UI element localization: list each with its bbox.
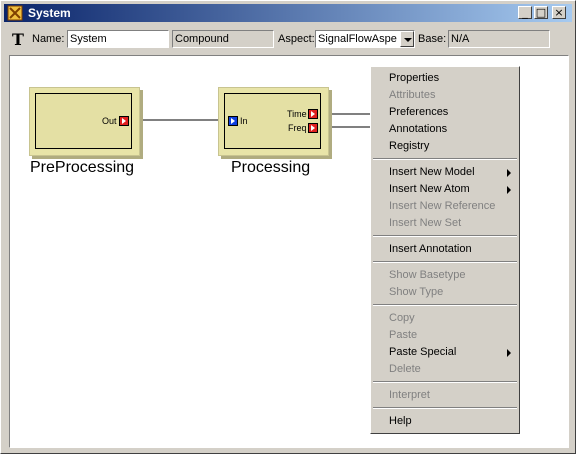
- menu-item-attributes[interactable]: Attributes: [389, 89, 436, 101]
- menu-separator: [373, 235, 517, 237]
- menu-item-delete[interactable]: Delete: [389, 363, 421, 375]
- menu-item-copy[interactable]: Copy: [389, 312, 415, 324]
- menu-separator: [373, 304, 517, 306]
- menu-item-properties[interactable]: Properties: [389, 72, 440, 84]
- maximize-button[interactable]: □: [534, 6, 548, 19]
- aspect-dropdown[interactable]: SignalFlowAspe: [315, 30, 415, 48]
- menu-separator: [373, 261, 517, 263]
- port-label-time: Time: [287, 109, 307, 119]
- name-label: Name:: [32, 33, 65, 45]
- model-preprocessing[interactable]: Out: [29, 87, 140, 156]
- menu-item-help[interactable]: Help: [389, 415, 412, 427]
- minimize-button[interactable]: _: [518, 6, 532, 19]
- base-field: N/A: [448, 30, 550, 48]
- menu-item-show-basetype[interactable]: Show Basetype: [389, 269, 466, 281]
- freq-port-icon[interactable]: [308, 123, 318, 133]
- name-field[interactable]: System: [67, 30, 169, 48]
- model-processing[interactable]: In Time Freq: [218, 87, 329, 156]
- in-port-icon[interactable]: [228, 116, 238, 126]
- model-body: [224, 93, 321, 149]
- model-body: [35, 93, 132, 149]
- menu-separator: [373, 407, 517, 409]
- context-menu: Properties Attributes Preferences Annota…: [370, 66, 520, 434]
- aspect-value: SignalFlowAspe: [318, 33, 397, 45]
- port-label-out: Out: [102, 116, 117, 126]
- port-label-in: In: [240, 116, 248, 126]
- base-label: Base:: [418, 33, 447, 45]
- menu-item-show-type[interactable]: Show Type: [389, 286, 444, 298]
- model-name-preprocessing: PreProcessing: [30, 159, 135, 176]
- title-bar[interactable]: System _ □ ×: [4, 4, 572, 22]
- kind-field: Compound: [172, 30, 274, 48]
- menu-item-paste-special[interactable]: Paste Special: [373, 344, 517, 361]
- chevron-down-icon[interactable]: [400, 31, 414, 47]
- menu-item-insert-new-reference[interactable]: Insert New Reference: [389, 200, 496, 212]
- menu-item-insert-annotation[interactable]: Insert Annotation: [389, 243, 472, 255]
- menu-separator: [373, 381, 517, 383]
- menu-item-preferences[interactable]: Preferences: [389, 106, 449, 118]
- window-title: System: [28, 6, 71, 20]
- out-port-icon[interactable]: [119, 116, 129, 126]
- menu-item-insert-new-model[interactable]: Insert New Model: [373, 164, 517, 181]
- gme-app-icon: [7, 5, 23, 21]
- menu-item-interpret[interactable]: Interpret: [389, 389, 430, 401]
- model-toolbar: T Name: System Compound Aspect: SignalFl…: [4, 25, 574, 51]
- model-name-processing: Processing: [231, 159, 311, 176]
- type-t-icon[interactable]: T: [12, 30, 24, 49]
- menu-item-annotations[interactable]: Annotations: [389, 123, 448, 135]
- port-label-freq: Freq: [288, 123, 307, 133]
- menu-separator: [373, 158, 517, 160]
- time-port-icon[interactable]: [308, 109, 318, 119]
- menu-item-insert-new-set[interactable]: Insert New Set: [389, 217, 462, 229]
- aspect-label: Aspect:: [278, 33, 315, 45]
- close-button[interactable]: ×: [552, 6, 566, 19]
- menu-item-paste[interactable]: Paste: [389, 329, 418, 341]
- menu-item-insert-new-atom[interactable]: Insert New Atom: [373, 181, 517, 198]
- menu-item-registry[interactable]: Registry: [389, 140, 430, 152]
